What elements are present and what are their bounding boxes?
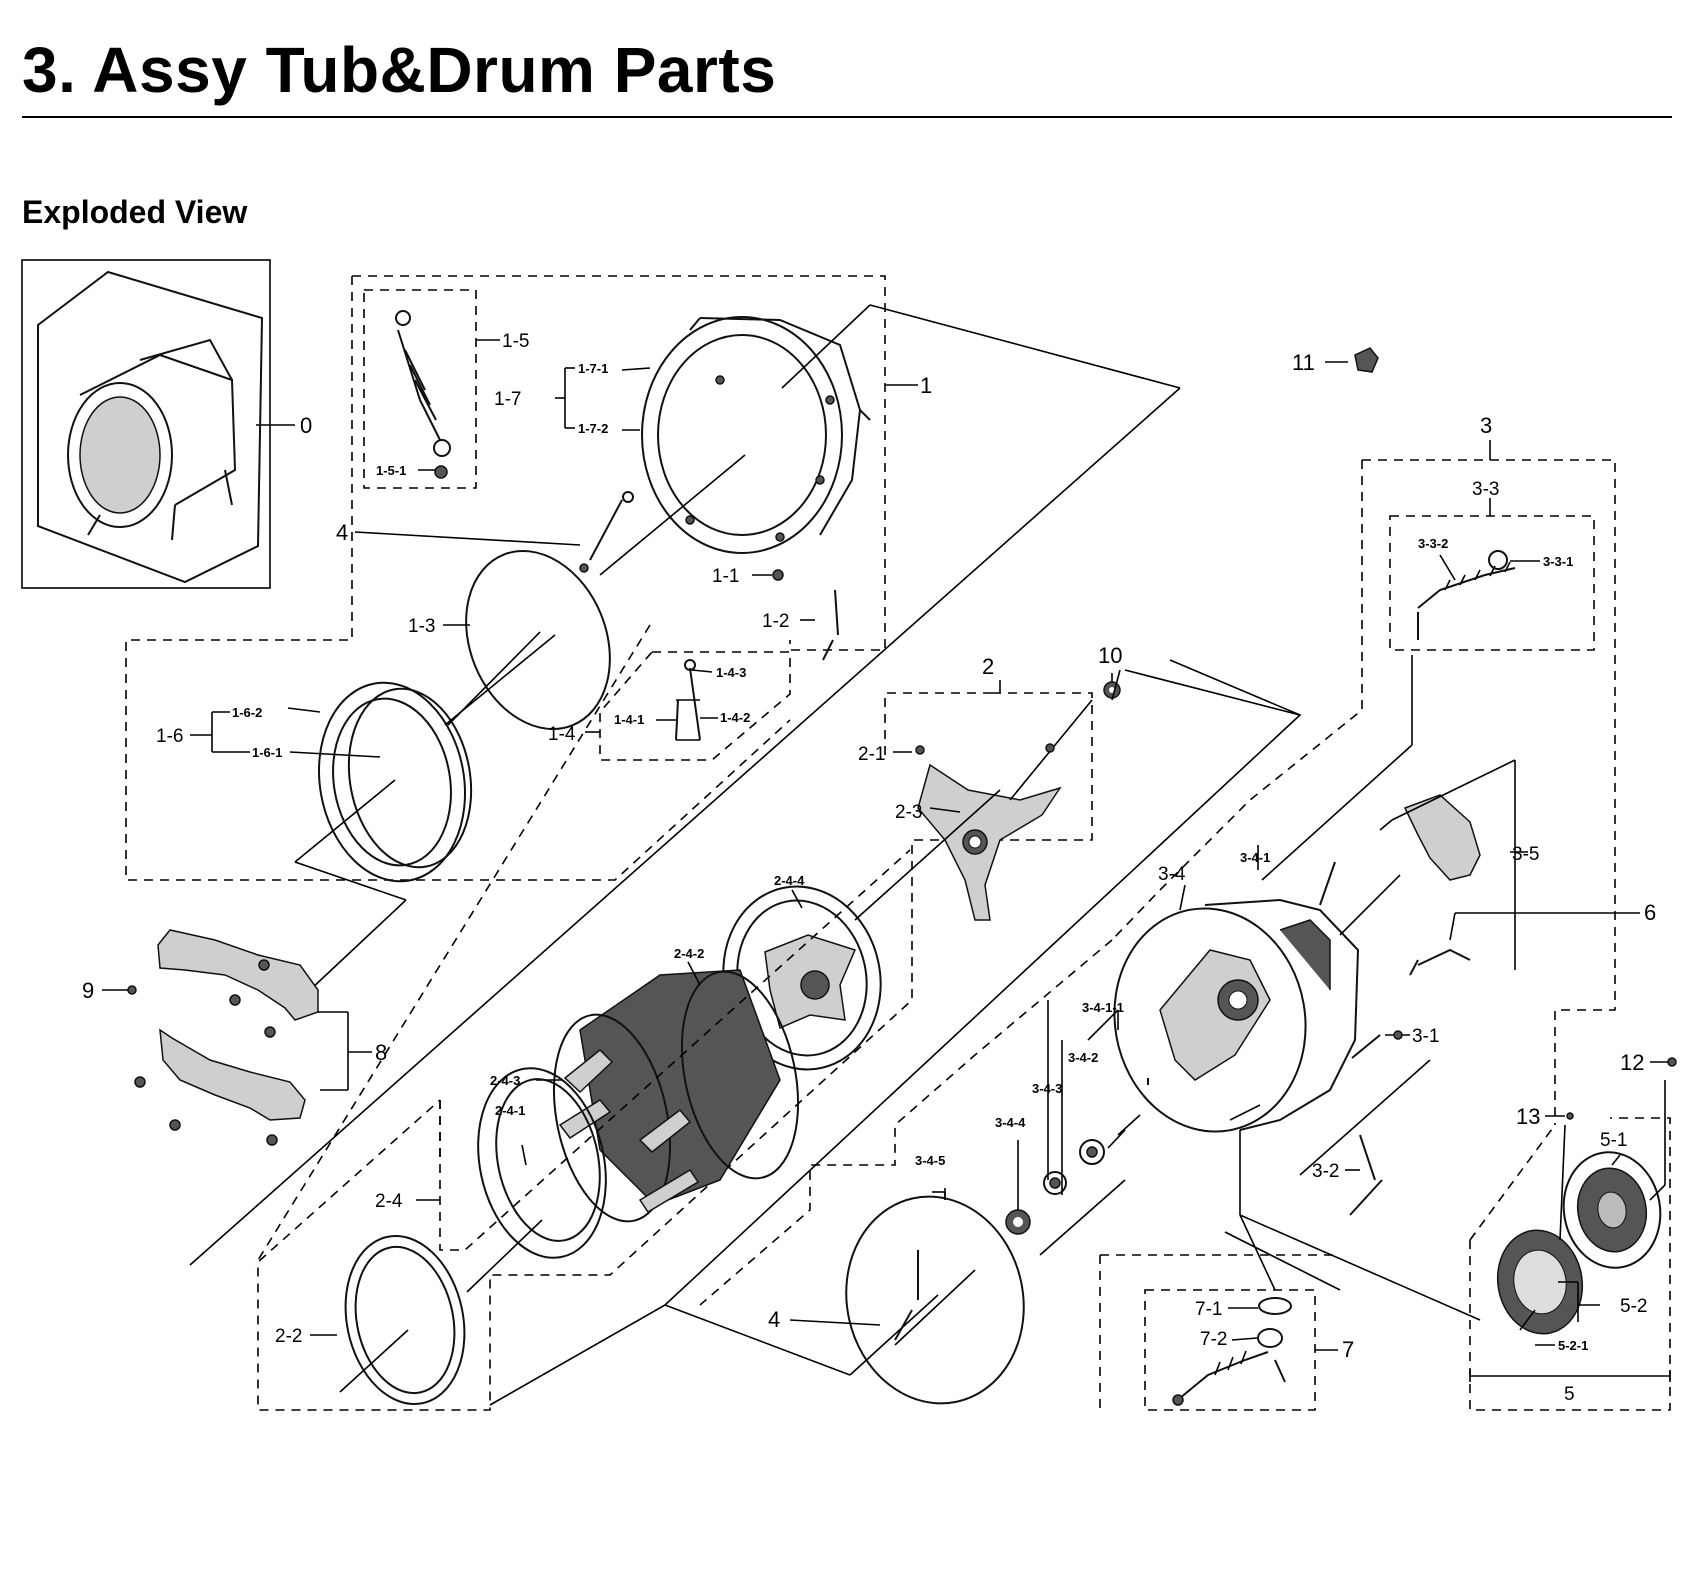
assembly-overview-part-0 [21, 259, 295, 589]
label-1-7-1: 1-7-1 [578, 361, 608, 376]
label-3-1: 3-1 [1412, 1026, 1439, 1047]
hose-group-part-7 [1099, 1254, 1340, 1411]
label-3-5: 3-5 [1512, 844, 1539, 865]
label-1-6: 1-6 [156, 726, 183, 747]
label-1-4-3: 1-4-3 [716, 665, 746, 680]
label-5-1: 5-1 [1600, 1130, 1627, 1151]
bracket-parts-8-9 [102, 929, 372, 1146]
tub-front-group-part-1 [125, 275, 1181, 1266]
label-2-4-1: 2-4-1 [495, 1103, 525, 1118]
label-7: 7 [1342, 1337, 1354, 1362]
label-3-3-2: 3-3-2 [1418, 536, 1448, 551]
label-7-2: 7-2 [1200, 1329, 1227, 1350]
label-1-6-2: 1-6-2 [232, 705, 262, 720]
label-3-3-1: 3-3-1 [1543, 554, 1573, 569]
label-1-7: 1-7 [494, 389, 521, 410]
label-1-7-2: 1-7-2 [578, 421, 608, 436]
section-subtitle: Exploded View [22, 194, 248, 230]
label-5-2: 5-2 [1620, 1296, 1647, 1317]
label-1-5-1: 1-5-1 [376, 463, 406, 478]
label-3: 3 [1480, 413, 1492, 438]
label-12: 12 [1620, 1050, 1644, 1075]
motor-group-part-5 [1469, 1057, 1677, 1411]
label-3-4: 3-4 [1158, 864, 1186, 885]
label-1-6-1: 1-6-1 [252, 745, 282, 760]
label-10: 10 [1098, 643, 1122, 668]
title-divider [22, 116, 1672, 118]
label-9: 9 [82, 978, 94, 1003]
label-1-3: 1-3 [408, 616, 435, 637]
label-3-4-1-1: 3-4-1-1 [1082, 1000, 1124, 1015]
label-3-4-5: 3-4-5 [915, 1153, 945, 1168]
part-labels: 0 1 1-1 1-2 1-3 1-4 1-4-1 1-4-2 1-4-3 1-… [82, 331, 1656, 1405]
label-7-1: 7-1 [1195, 1299, 1222, 1320]
label-1-4-1: 1-4-1 [614, 712, 644, 727]
label-6: 6 [1644, 900, 1656, 925]
label-2-2: 2-2 [275, 1326, 302, 1347]
label-5: 5 [1564, 1384, 1575, 1405]
label-5-2-1: 5-2-1 [1558, 1338, 1588, 1353]
label-1-4-2: 1-4-2 [720, 710, 750, 725]
label-13: 13 [1516, 1104, 1540, 1129]
label-3-4-3: 3-4-3 [1032, 1081, 1062, 1096]
label-1-1: 1-1 [712, 566, 739, 587]
label-8: 8 [375, 1040, 387, 1065]
label-11: 11 [1292, 350, 1315, 375]
label-3-4-2: 3-4-2 [1068, 1050, 1098, 1065]
label-0: 0 [300, 413, 312, 438]
drum-group-part-2 [254, 624, 1302, 1411]
label-4-top: 4 [336, 520, 348, 545]
label-2-4-4: 2-4-4 [774, 873, 805, 888]
rear-tub-group-part-3 [664, 347, 1640, 1405]
label-3-4-1: 3-4-1 [1240, 850, 1270, 865]
label-2-4-2: 2-4-2 [674, 946, 704, 961]
label-3-2: 3-2 [1312, 1161, 1339, 1182]
label-3-3: 3-3 [1472, 479, 1499, 500]
label-1-2: 1-2 [762, 611, 789, 632]
label-2-4-3: 2-4-3 [490, 1073, 520, 1088]
label-1: 1 [920, 373, 932, 398]
label-2: 2 [982, 654, 994, 679]
label-1-4: 1-4 [548, 724, 576, 745]
label-2-3: 2-3 [895, 802, 922, 823]
label-3-4-4: 3-4-4 [995, 1115, 1026, 1130]
label-2-4: 2-4 [375, 1191, 403, 1212]
label-1-5: 1-5 [502, 331, 529, 352]
label-2-1: 2-1 [858, 744, 885, 765]
page-title: 3. Assy Tub&Drum Parts [22, 34, 777, 106]
label-4-bottom: 4 [768, 1307, 780, 1332]
